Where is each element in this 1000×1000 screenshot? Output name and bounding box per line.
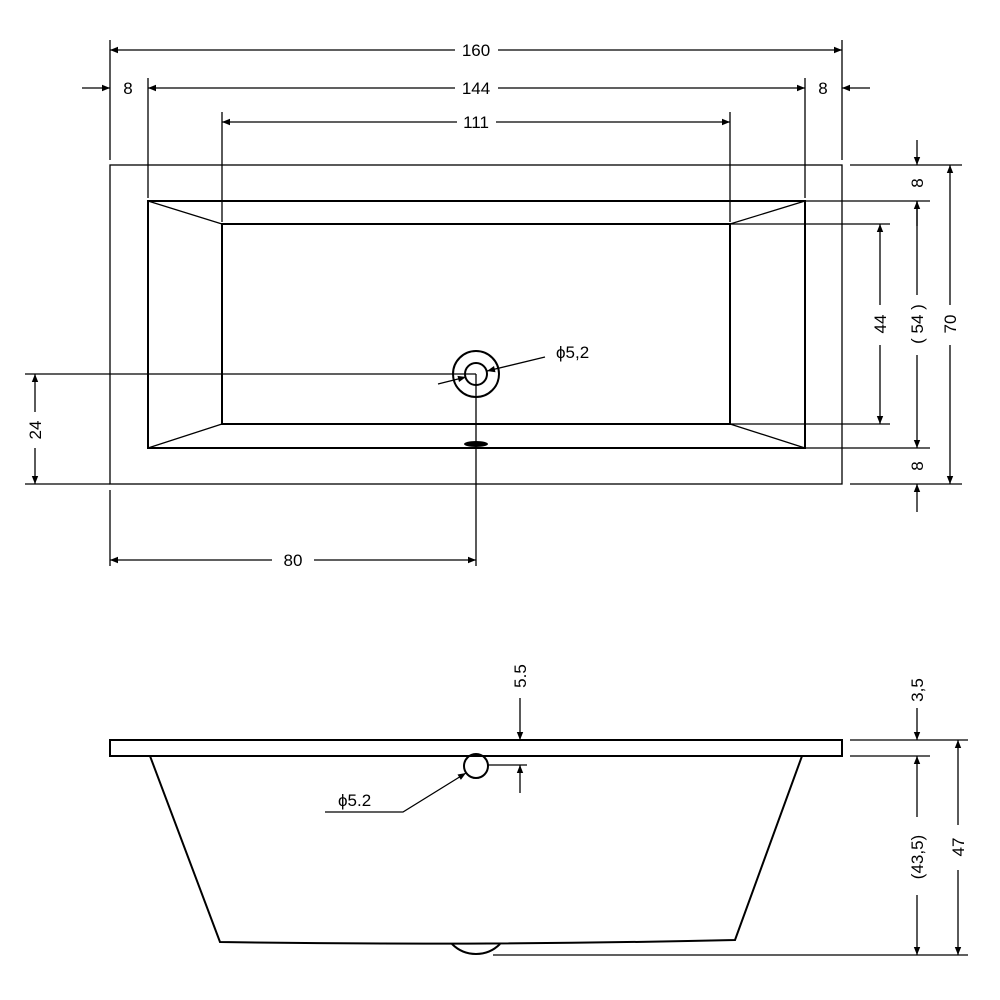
top-view: 160 8 144 8 111 8 (25, 40, 962, 570)
dim-drain-depth: 5.5 (488, 664, 530, 793)
dim-overflow-diameter: ϕ5.2 (325, 772, 467, 813)
dim-overall-length: 160 (109, 40, 843, 160)
dimension-label: 47 (949, 838, 968, 857)
dim-inner-depth: (43,5) (908, 756, 927, 955)
dimension-label: 24 (26, 421, 45, 440)
dimension-label: ( 54 ) (908, 304, 927, 344)
extension-lines-right (730, 164, 962, 485)
dimension-label: 8 (908, 461, 927, 470)
tub-corner-lines (147, 200, 806, 449)
side-view: 5.5 ϕ5.2 3,5 (43,5) 47 (109, 664, 968, 956)
dimension-label: 70 (941, 315, 960, 334)
dim-overall-width: 70 (941, 165, 960, 484)
dimension-label: 44 (871, 315, 890, 334)
dim-inner-length: 8 144 8 (82, 78, 870, 198)
dim-drain-offset-x: 80 (109, 374, 477, 570)
dimension-label: 8 (818, 79, 827, 98)
dim-bottom-width: 44 (871, 224, 890, 424)
dimension-label: 111 (463, 113, 489, 132)
dim-inner-width: 8 ( 54 ) 8 (908, 140, 927, 512)
tub-body-side (149, 755, 803, 945)
dim-overall-height: 47 (949, 740, 968, 955)
tub-rim-side (109, 739, 843, 757)
overflow-side-icon (463, 753, 489, 779)
dimension-label: 5.5 (511, 664, 530, 688)
dimension-label: 3,5 (908, 678, 927, 702)
dimension-label: 8 (123, 79, 132, 98)
dimension-label: ϕ5.2 (338, 791, 371, 810)
dimension-label: 80 (284, 551, 303, 570)
dim-rim-thickness: 3,5 (908, 678, 927, 740)
dim-drain-diameter-top: ϕ5,2 (437, 343, 589, 385)
dimension-label: ϕ5,2 (556, 343, 589, 362)
dimension-label: 8 (908, 178, 927, 187)
drain-outlet-icon (451, 943, 501, 956)
dimension-label: 160 (462, 41, 490, 60)
dim-bottom-length: 111 (221, 112, 731, 222)
dimension-label: (43,5) (908, 835, 927, 879)
dim-drain-offset-y: 24 (25, 373, 476, 485)
dimension-label: 144 (462, 79, 490, 98)
extension-lines-side (493, 739, 968, 956)
